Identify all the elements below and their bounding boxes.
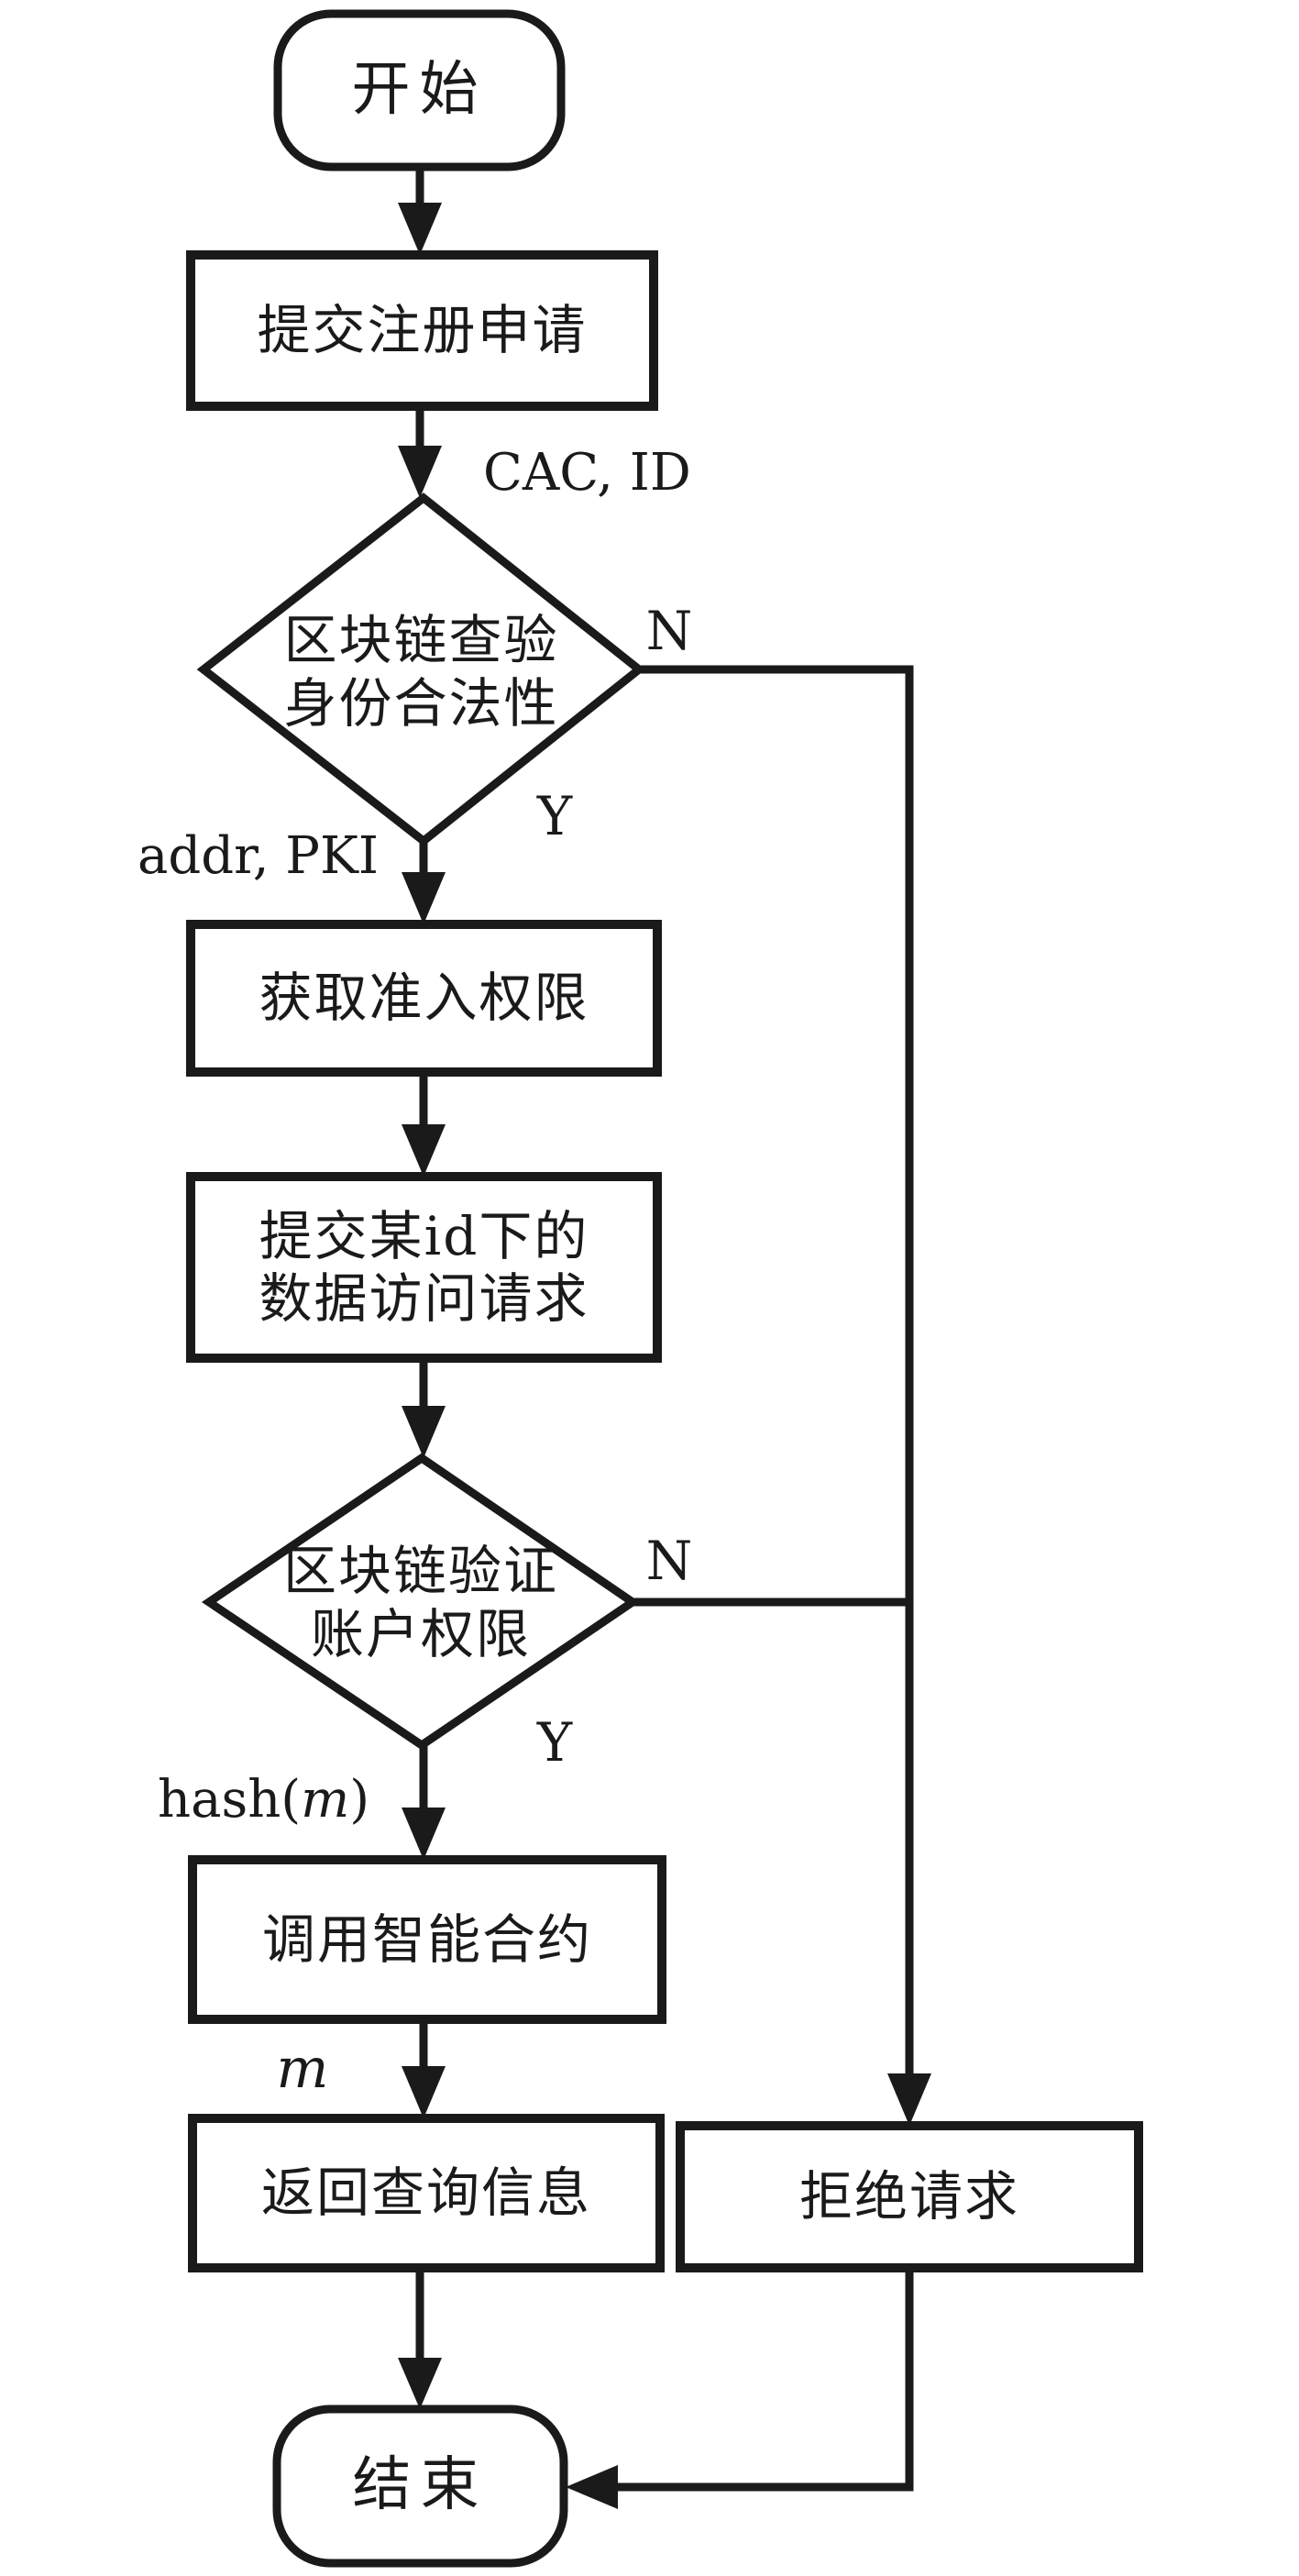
decision-check-identity-line1: 区块链查验 [283,609,559,672]
edge-label-y1: Y [536,784,573,847]
process-return-info-label: 返回查询信息 [260,2161,591,2225]
decision-verify-account-line1: 区块链验证 [282,1540,558,1603]
decision-verify-account-line2: 账户权限 [310,1602,531,1665]
edge-check-no-rail [639,665,914,2077]
process-reject-request-label: 拒绝请求 [798,2165,1019,2228]
process-invoke-contract-shape [188,1855,666,2024]
decision-check-identity-shape [196,492,646,846]
decision-check-identity-label: 区块链查验 身份合法性 [204,591,639,752]
arrowhead-into-return [402,2066,446,2118]
arrowhead-into-submit [398,203,442,255]
edge-label-n2: N [645,1529,693,1592]
process-submit-data-request-line2: 数据访问请求 [259,1267,589,1330]
edge-label-n1: N [645,599,693,662]
process-submit-registration-shape [186,250,658,411]
process-submit-data-request-label: 提交某id下的 数据访问请求 [191,1177,657,1358]
process-get-access-shape [186,920,662,1077]
decision-check-identity-line2: 身份合法性 [283,671,559,735]
decision-verify-account-shape [201,1453,640,1751]
arrowhead-into-reject [887,2073,931,2126]
edge-label-hash-prefix: hash( [158,1769,302,1830]
decision-verify-account-label: 区块链验证 账户权限 [209,1527,633,1678]
arrowhead-into-request [402,1124,446,1177]
terminal-start-shape [273,9,566,171]
terminal-start-label: 开始 [351,55,488,124]
edge-label-addr-pki: addr, PKI [138,825,379,886]
edge-label-hash-suffix: ) [349,1769,370,1830]
process-submit-registration-label: 提交注册申请 [257,299,588,362]
process-submit-data-request-line1: 提交某id下的 [259,1204,589,1267]
terminal-end-label: 结束 [352,2451,489,2520]
process-reject-request-shape [676,2121,1143,2272]
edge-label-cac-id: CAC, ID [483,442,691,503]
process-get-access-label: 获取准入权限 [259,967,589,1030]
terminal-end-shape [272,2405,568,2568]
arrowhead-into-end-right [566,2465,618,2509]
arrowhead-into-end-top [398,2358,442,2409]
arrowhead-into-check [398,446,442,498]
process-invoke-contract-label: 调用智能合约 [261,1907,592,1971]
arrowhead-into-verify [402,1406,446,1458]
arrowhead-into-contract [402,1808,446,1860]
edge-label-hash-m: hash(m) [158,1769,369,1830]
edge-label-m: m [276,2036,329,2101]
process-submit-data-request-shape [186,1172,662,1363]
edge-label-y2: Y [536,1710,573,1774]
edge-reject-to-end [618,2268,914,2492]
process-return-info-shape [188,2114,665,2272]
edge-label-hash-var: m [301,1769,350,1830]
arrowhead-into-access [402,872,446,924]
